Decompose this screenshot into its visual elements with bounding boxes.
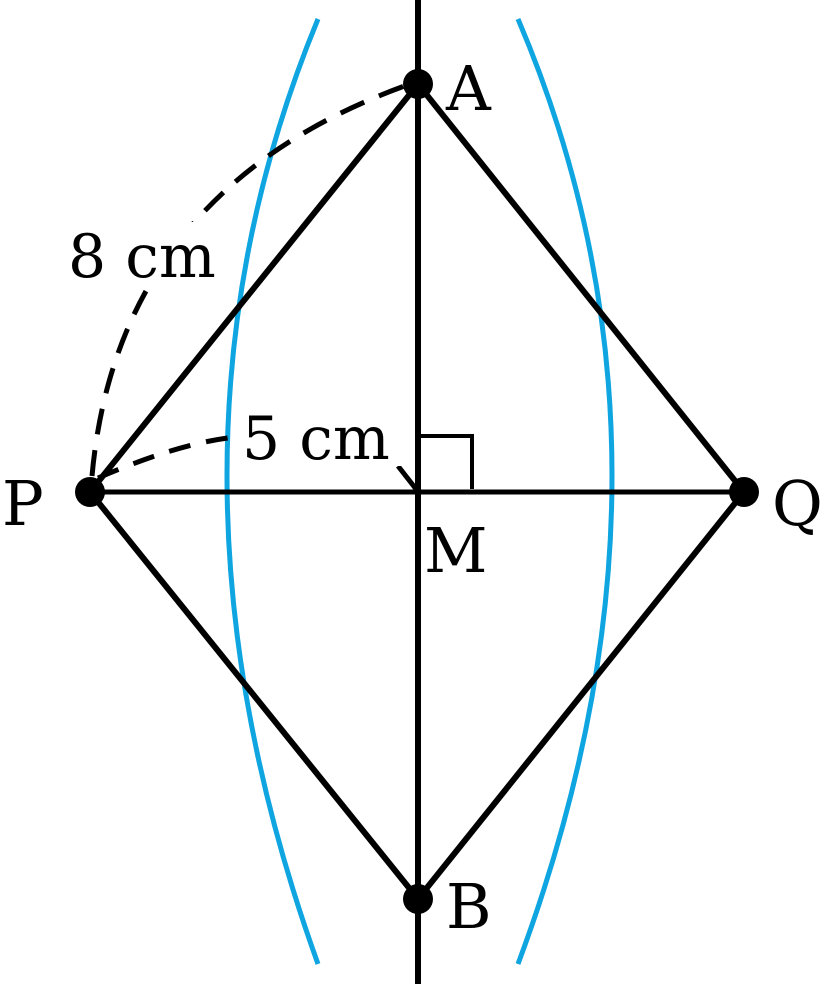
segment-aq	[415, 82, 747, 494]
point-p-dot	[75, 477, 105, 507]
label-q: Q	[772, 467, 823, 540]
segment-pa	[87, 82, 421, 494]
point-b-dot	[403, 884, 433, 914]
point-a-dot	[403, 69, 433, 99]
dashed-line-pm-end	[396, 464, 418, 491]
label-m: M	[424, 514, 487, 587]
dashed-line-pm	[97, 433, 263, 481]
label-p: P	[2, 467, 44, 540]
length-pa-backdrop	[64, 222, 234, 284]
label-a: A	[445, 52, 492, 125]
length-pa-label: 8 cm	[68, 222, 216, 292]
length-pm-label: 5 cm	[242, 404, 390, 474]
right-angle-marker	[419, 434, 474, 489]
arc-centered-at-q	[515, 18, 615, 965]
segment-bp	[87, 490, 421, 901]
label-b: B	[446, 870, 492, 943]
arc-centered-at-p	[224, 18, 321, 965]
segment-qb	[415, 490, 747, 901]
length-pm-backdrop	[240, 404, 405, 466]
point-q-dot	[729, 477, 759, 507]
